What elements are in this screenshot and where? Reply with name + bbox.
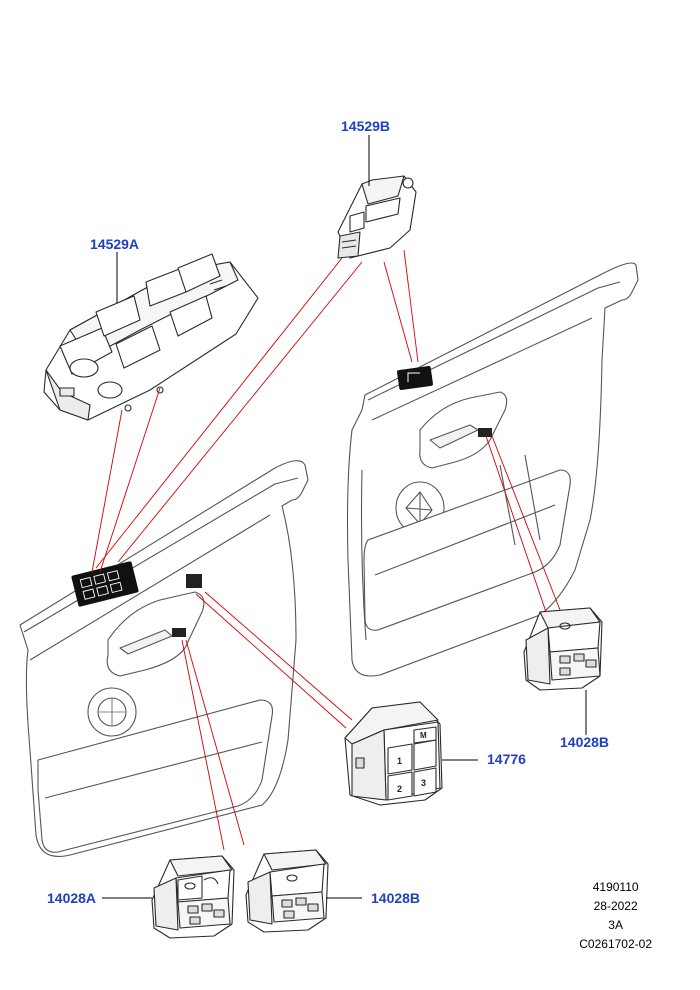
callout-14028b-bottom: 14028B — [371, 890, 421, 906]
reference-line-1: 4190110 — [592, 880, 639, 894]
front-door-trim-panel — [19, 460, 309, 857]
seat-memory-switch-14776 — [344, 701, 443, 806]
rear-door-window-switch — [397, 365, 433, 391]
reference-line-4: C0261702-02 — [579, 937, 652, 951]
front-door-lock-switch-mount — [172, 628, 186, 637]
callout-14776: 14776 — [487, 751, 526, 767]
switch-14028a — [151, 855, 235, 939]
switch-14529b — [337, 175, 417, 259]
front-door-seat-memory-mount — [186, 574, 202, 588]
preset-3-label: 3 — [421, 778, 426, 788]
rear-door-lock-switch-mount — [478, 428, 492, 437]
leader-lines — [91, 249, 561, 851]
reference-line-2: 28-2022 — [593, 899, 638, 913]
lock-switch-14028b-right — [523, 607, 603, 691]
switch-14028b-bottom — [245, 849, 329, 933]
preset-2-label: 2 — [397, 784, 402, 794]
memory-button-label: M — [420, 731, 427, 740]
reference-block: 4190110 28-2022 3A C0261702-02 — [579, 878, 652, 954]
preset-1-label: 1 — [397, 756, 402, 766]
callout-14529b: 14529B — [341, 118, 391, 134]
rear-door-trim-panel — [346, 262, 639, 677]
switch-pack-14529a — [43, 253, 259, 421]
callout-leaders — [102, 135, 587, 899]
callout-14529a: 14529A — [90, 236, 140, 252]
front-door-window-switch-pack — [71, 561, 139, 607]
callout-14028a: 14028A — [47, 890, 97, 906]
reference-line-3: 3A — [608, 918, 623, 932]
callout-14028b-right: 14028B — [560, 734, 610, 750]
